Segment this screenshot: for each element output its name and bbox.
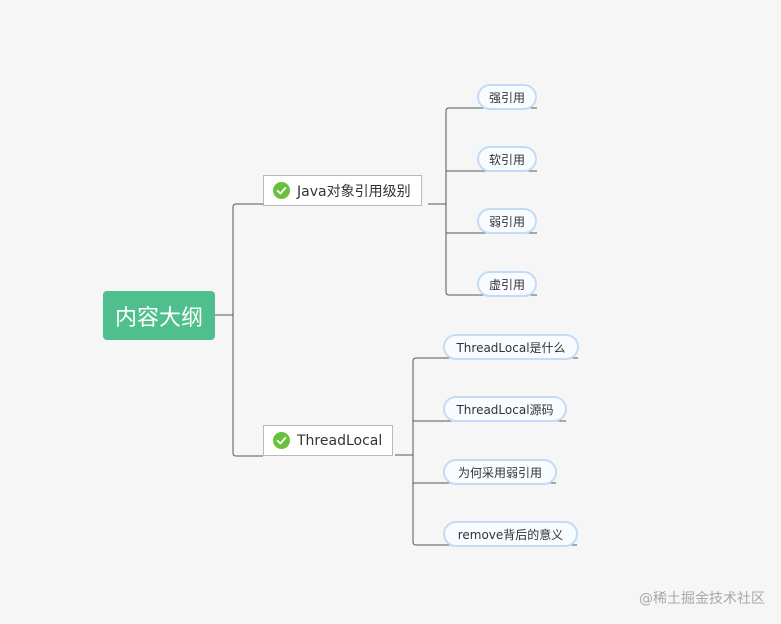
connector-b2-leaf-1 bbox=[412, 357, 578, 362]
leaf-topic-soft-reference[interactable]: 软引用 bbox=[477, 146, 537, 172]
leaf-topic-phantom-reference[interactable]: 虚引用 bbox=[477, 271, 537, 297]
branch-topic-java-reference-levels[interactable]: Java对象引用级别 bbox=[263, 175, 422, 206]
leaf-topic-strong-reference[interactable]: 强引用 bbox=[477, 84, 537, 110]
connector-branch-1 bbox=[232, 203, 263, 208]
leaf-topic-threadlocal-source[interactable]: ThreadLocal源码 bbox=[443, 396, 567, 422]
check-circle-icon bbox=[273, 432, 290, 449]
connector-b1-leaf-4 bbox=[445, 291, 537, 296]
branch-topic-threadlocal[interactable]: ThreadLocal bbox=[263, 425, 394, 456]
connector-b1-leaf-1 bbox=[445, 107, 537, 112]
branch-label: Java对象引用级别 bbox=[297, 183, 411, 200]
branch-label: ThreadLocal bbox=[297, 432, 383, 449]
check-circle-icon bbox=[273, 182, 290, 199]
leaf-topic-weak-reference[interactable]: 弱引用 bbox=[477, 208, 537, 234]
connector-b2-leaf-4 bbox=[412, 541, 577, 546]
leaf-topic-why-weak-reference[interactable]: 为何采用弱引用 bbox=[443, 459, 557, 485]
root-topic[interactable]: 内容大纲 bbox=[103, 291, 215, 340]
leaf-topic-what-is-threadlocal[interactable]: ThreadLocal是什么 bbox=[443, 334, 579, 360]
connector-branch-2 bbox=[232, 452, 263, 457]
leaf-topic-remove-meaning[interactable]: remove背后的意义 bbox=[443, 521, 578, 547]
watermark: @稀土掘金技术社区 bbox=[639, 591, 765, 607]
